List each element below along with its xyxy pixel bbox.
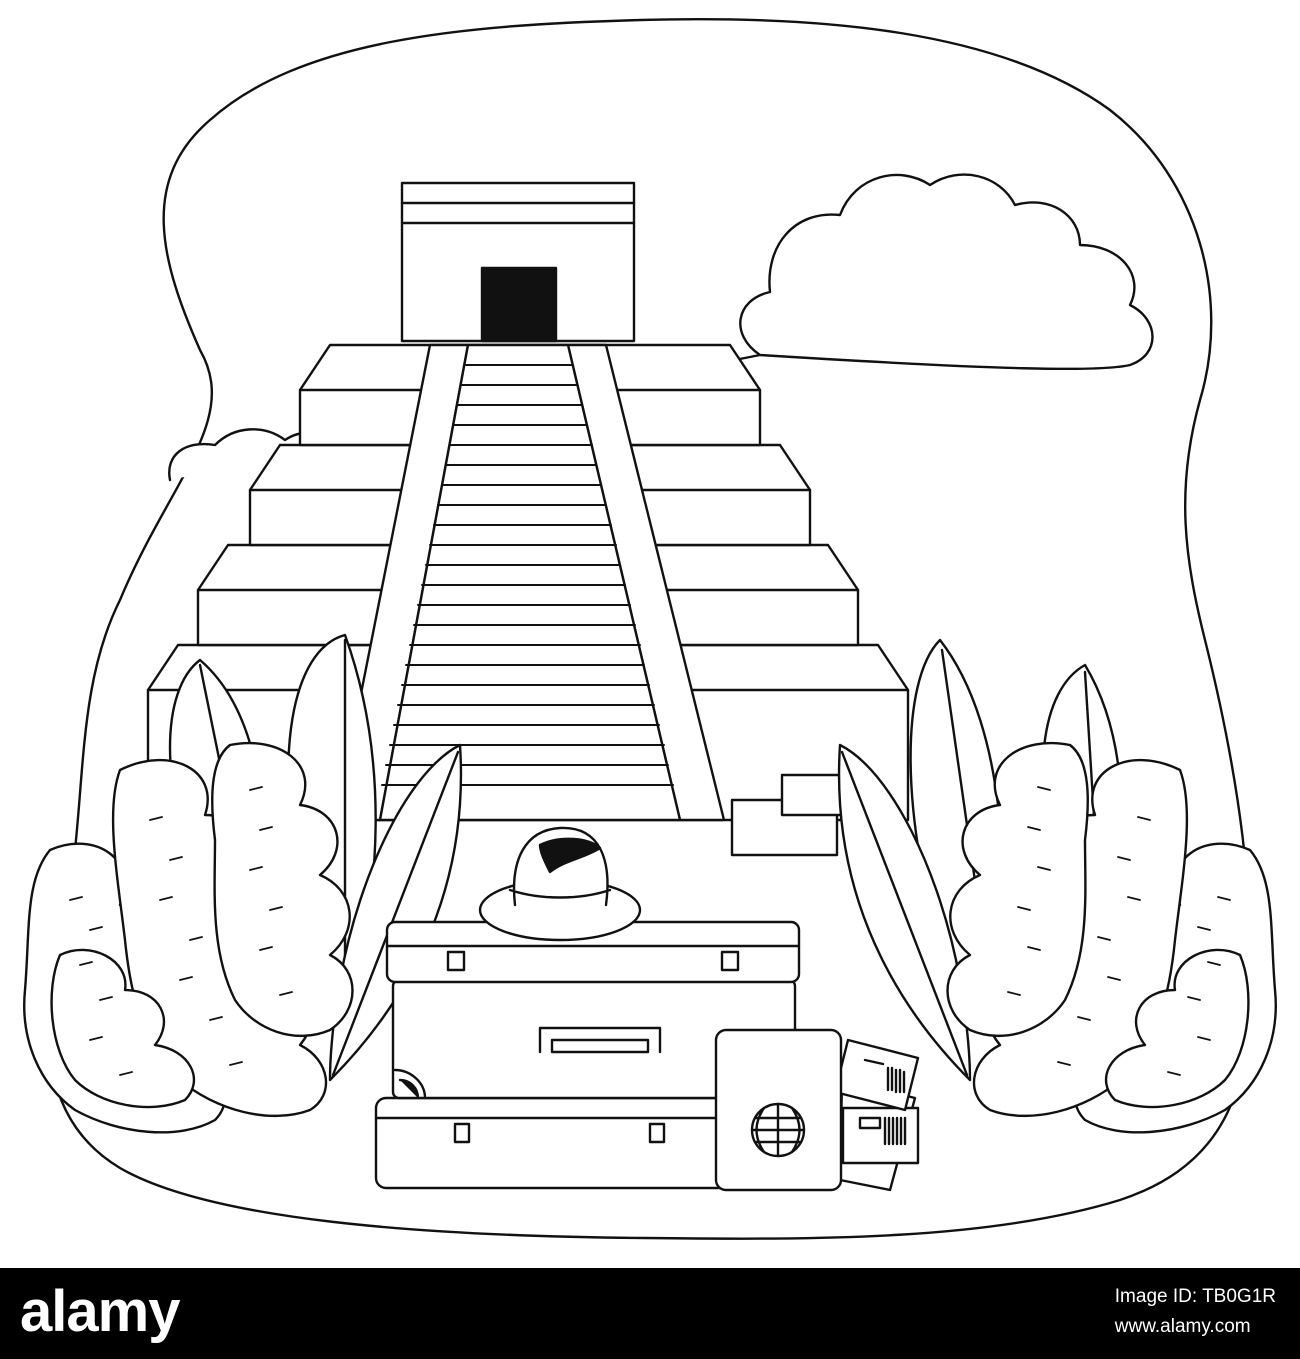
leaf-veins <box>69 786 1231 1076</box>
passport <box>714 1028 920 1192</box>
stone-blocks <box>730 773 849 857</box>
curly-leaves-right <box>946 741 1277 1134</box>
travel-illustration <box>23 17 1277 1240</box>
alamy-logo[interactable]: alamy <box>20 1279 180 1344</box>
image-id-label: Image ID: <box>1114 1286 1198 1307</box>
site-url[interactable]: www.alamy.com <box>1114 1316 1251 1337</box>
pyramid <box>146 181 910 822</box>
suitcase-stack <box>374 826 801 1190</box>
stock-footer: alamy Image ID: TB0G1R www.alamy.com <box>0 1268 1300 1359</box>
image-id: TB0G1R <box>1202 1286 1276 1307</box>
stair-steps <box>381 364 674 786</box>
image-meta: Image ID: TB0G1R www.alamy.com <box>1115 1282 1276 1342</box>
cloud <box>168 173 1154 482</box>
curly-leaves-left <box>23 741 354 1134</box>
